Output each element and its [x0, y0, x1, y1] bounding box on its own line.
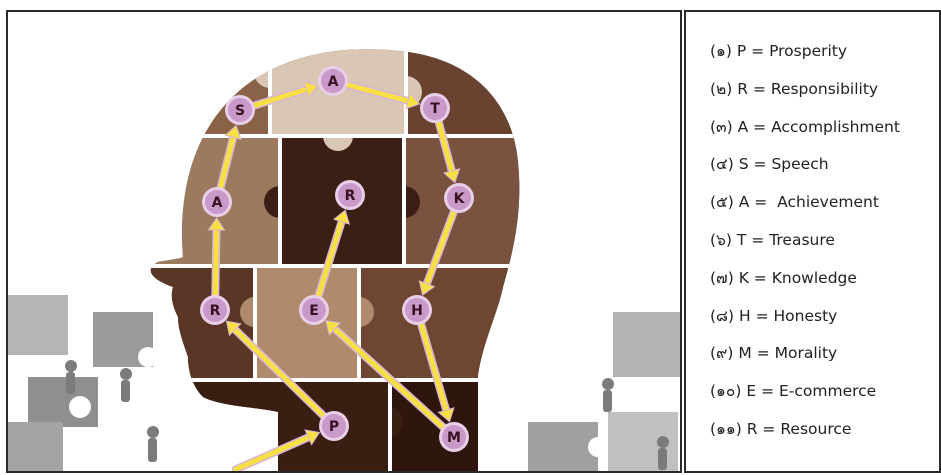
legend-item: (๖) T = Treasure — [710, 225, 900, 263]
path-node: A — [318, 66, 348, 96]
node-letter: H — [411, 303, 423, 319]
path-node: E — [299, 295, 329, 325]
path-node: S — [225, 95, 255, 125]
legend-number: (๓) — [710, 118, 733, 136]
legend-number: (๔) — [710, 155, 734, 173]
legend-meaning: Prosperity — [769, 42, 847, 60]
legend-letter: M — [738, 344, 751, 362]
legend-letter: H — [739, 307, 751, 325]
node-letter: A — [328, 74, 339, 90]
legend-meaning: Honesty — [774, 307, 838, 325]
legend-number: (๖) — [710, 231, 732, 249]
legend-number: (๒) — [710, 80, 732, 98]
diagram-panel: P R A S A T K H M E R — [6, 10, 682, 473]
node-letter: R — [345, 188, 356, 204]
legend-item: (๓) A = Accomplishment — [710, 112, 900, 150]
legend-letter: R — [737, 80, 748, 98]
legend-item: (๑๐) E = E-commerce — [710, 376, 900, 414]
legend-number: (๙) — [710, 344, 733, 362]
path-node: H — [402, 295, 432, 325]
background-puzzle-left — [8, 295, 158, 473]
legend-item: (๑) P = Prosperity — [710, 36, 900, 74]
legend-item: (๙) M = Morality — [710, 338, 900, 376]
legend-item: (๗) K = Knowledge — [710, 263, 900, 301]
legend-item: (๔) S = Speech — [710, 149, 900, 187]
node-letter: S — [235, 103, 245, 119]
legend-meaning: Treasure — [769, 231, 835, 249]
legend-letter: A — [738, 118, 749, 136]
legend-meaning: Achievement — [772, 193, 879, 211]
legend-item: (๘) H = Honesty — [710, 301, 900, 339]
path-node: M — [439, 422, 469, 452]
path-node: A — [202, 187, 232, 217]
legend-letter: S — [739, 155, 749, 173]
legend-letter: P — [737, 42, 746, 60]
legend-meaning: Morality — [775, 344, 838, 362]
legend-number: (๑) — [710, 42, 732, 60]
path-node: P — [319, 411, 349, 441]
legend-meaning: E-commerce — [779, 382, 876, 400]
legend-number: (๑๑) — [710, 420, 742, 438]
legend-number: (๗) — [710, 269, 734, 287]
legend-number: (๑๐) — [710, 382, 741, 400]
legend-meaning: Resource — [780, 420, 851, 438]
legend-meaning: Speech — [771, 155, 828, 173]
legend-number: (๘) — [710, 307, 734, 325]
path-node: R — [335, 180, 365, 210]
legend-letter: R — [747, 420, 758, 438]
legend-meaning: Knowledge — [772, 269, 857, 287]
node-letter: T — [430, 101, 440, 117]
legend-letter: E — [746, 382, 756, 400]
path-node: K — [444, 183, 474, 213]
legend-item: (๒) R = Responsibility — [710, 74, 900, 112]
node-letter: E — [309, 303, 319, 319]
path-node: R — [200, 295, 230, 325]
legend-letter: T — [737, 231, 746, 249]
legend-item: (๕) A = Achievement — [710, 187, 900, 225]
legend-letter: A — [739, 193, 750, 211]
node-letter: M — [447, 430, 461, 446]
node-letter: R — [210, 303, 221, 319]
legend-number: (๕) — [710, 193, 734, 211]
legend-letter: K — [739, 269, 749, 287]
legend-meaning: Responsibility — [771, 80, 878, 98]
legend-meaning: Accomplishment — [771, 118, 900, 136]
smart-head-diagram: P R A S A T K H M E R — [8, 12, 682, 473]
node-letter: K — [454, 191, 466, 207]
legend-panel: (๑) P = Prosperity(๒) R = Responsibility… — [684, 10, 941, 473]
node-letter: A — [212, 195, 223, 211]
legend-item: (๑๑) R = Resource — [710, 414, 900, 452]
node-letter: P — [329, 419, 339, 435]
path-node: T — [420, 93, 450, 123]
legend-list: (๑) P = Prosperity(๒) R = Responsibility… — [710, 36, 900, 452]
